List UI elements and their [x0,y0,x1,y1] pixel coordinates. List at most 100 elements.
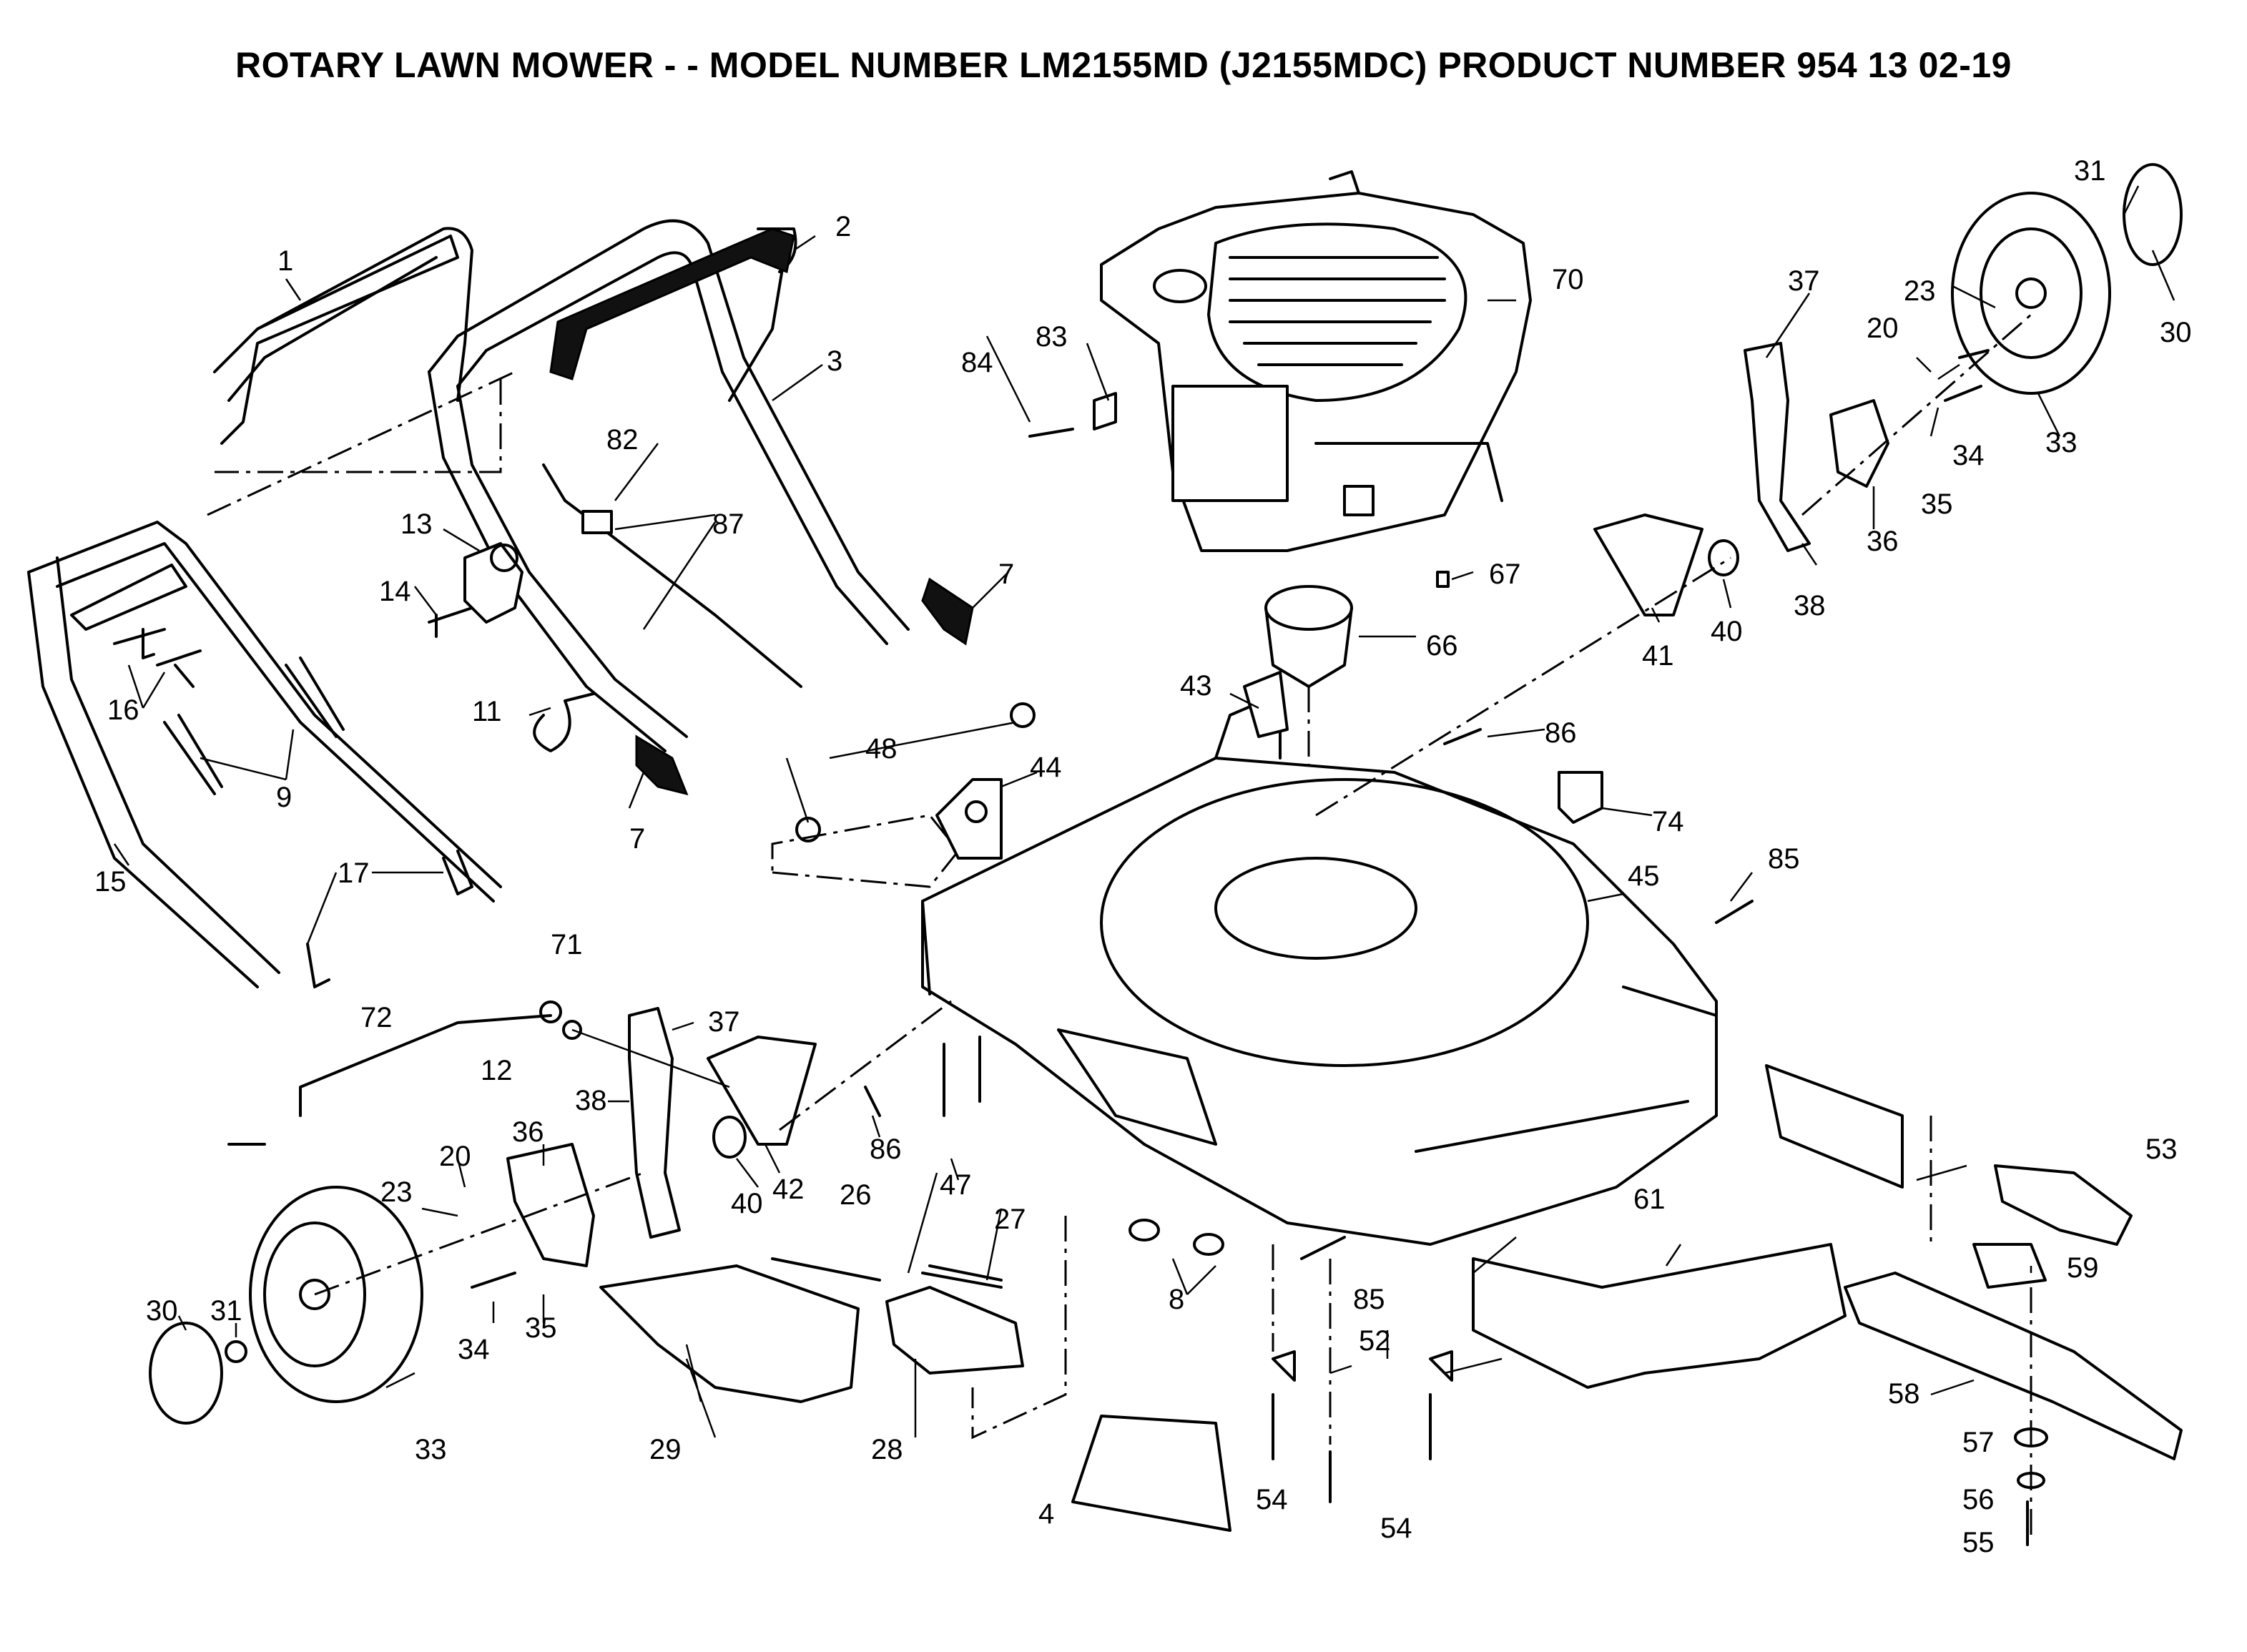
warning-label [1558,771,1603,824]
callout-36-upper: 36 [1867,526,1899,557]
callout-7-upper: 7 [998,559,1014,590]
callout-23-lower: 23 [380,1176,413,1208]
callout-20-lower: 20 [439,1141,471,1172]
adjuster-rod [299,1014,552,1117]
handle-knob-lower [635,734,689,796]
callout-71: 71 [551,929,583,960]
bolts-47 [943,1036,981,1117]
bolt-85-lower [1300,1236,1346,1260]
bushing-8-a [1129,1219,1160,1242]
cutting-blade [1844,1272,2183,1460]
adjuster-plate-lower [707,1036,817,1146]
callout-34-lower: 34 [458,1334,490,1365]
nut-48-b [795,817,821,842]
upper-handle [213,219,910,752]
callout-33-lower: 33 [415,1434,447,1465]
callout-52: 52 [1359,1325,1391,1357]
callout-85-upper: 85 [1768,843,1800,875]
callout-54-a: 54 [1256,1484,1288,1515]
callout-37-lower: 37 [708,1006,740,1038]
hinge-rod [771,1257,881,1282]
mulch-plug [1994,1164,2133,1246]
callout-57: 57 [1962,1427,1995,1458]
lower-handle [27,521,502,988]
cable-clip [533,692,595,752]
axle-bolt-upper [1944,349,1990,402]
callout-48: 48 [865,733,898,764]
blade-key [1436,571,1450,588]
engine-bracket [1093,392,1117,431]
bolts-54 [1272,1393,1432,1503]
callout-54-b: 54 [1380,1513,1412,1544]
clip-52-a [1272,1350,1296,1382]
callout-17: 17 [338,857,370,889]
callout-12: 12 [481,1055,513,1086]
dash-line-1 [207,370,516,516]
callout-70: 70 [1552,264,1584,295]
bushing-upper [1708,539,1739,576]
callout-37-upper: 37 [1788,265,1820,297]
callout-33-upper: 33 [2045,427,2078,458]
handle-bracket [428,542,523,638]
hinge-bracket [885,1286,1024,1375]
dash-bolts [1272,1244,1332,1445]
callout-9: 9 [276,782,292,813]
rear-wheel-upper [1951,163,2183,395]
callout-40-upper: 40 [1711,616,1743,647]
pivot-bracket [1243,671,1289,738]
callout-44: 44 [1030,752,1062,783]
adjuster-lever-lower [628,1007,681,1239]
callout-40-lower: 40 [731,1188,763,1219]
callout-35-lower: 35 [525,1312,557,1344]
callout-8: 8 [1169,1284,1184,1315]
rear-bracket-hole [965,800,988,823]
callout-55: 55 [1962,1527,1995,1558]
pin-86-upper [1443,728,1482,745]
callout-83: 83 [1036,321,1068,353]
callout-87: 87 [712,508,744,540]
washer-57 [2014,1427,2048,1447]
nut-71 [539,1000,562,1023]
front-wheel-lower [149,1186,423,1425]
callout-29: 29 [649,1434,682,1465]
wheel-bracket-lower [506,1143,595,1267]
mower-deck [921,692,1718,1246]
dash-blade [1929,1116,2032,1538]
callout-67: 67 [1489,559,1521,590]
callout-74: 74 [1652,806,1684,837]
cable-connector [581,510,613,534]
handle-grip [549,227,795,380]
callout-38-lower: 38 [575,1085,607,1116]
callout-42: 42 [772,1174,805,1205]
washer-56 [2017,1472,2045,1489]
callout-35-upper: 35 [1921,488,1953,520]
deck-skirt [1472,1243,1847,1389]
callout-20-upper: 20 [1867,313,1899,344]
callout-labels: 1 2 3 4 7 7 8 9 11 12 13 14 15 16 17 20 … [94,155,2192,1558]
callout-53: 53 [2145,1134,2178,1165]
bag-frame [220,235,459,445]
callout-82: 82 [606,424,639,456]
nut-12 [562,1020,582,1040]
callout-38-upper: 38 [1794,590,1826,621]
blade-adapter-59 [1972,1243,2047,1289]
dash-adjuster-upper [1315,556,1731,817]
callout-7-lower: 7 [629,823,645,855]
callout-16: 16 [107,694,139,726]
callout-2: 2 [835,211,851,242]
handle-knob-upper [921,577,974,646]
callout-31-lower: 31 [210,1295,242,1327]
callout-26: 26 [840,1179,872,1211]
hinge-spring [921,1264,1003,1289]
callout-34-upper: 34 [1952,440,1985,471]
axle-bolt-lower [471,1272,516,1289]
callout-84: 84 [961,347,993,378]
nut-48-a [1010,702,1036,728]
dash-deck-left [771,814,960,888]
callout-61: 61 [1633,1184,1666,1215]
callout-27: 27 [994,1204,1026,1235]
callout-4: 4 [1038,1498,1054,1530]
callout-43: 43 [1180,670,1212,702]
callout-1: 1 [277,245,293,277]
